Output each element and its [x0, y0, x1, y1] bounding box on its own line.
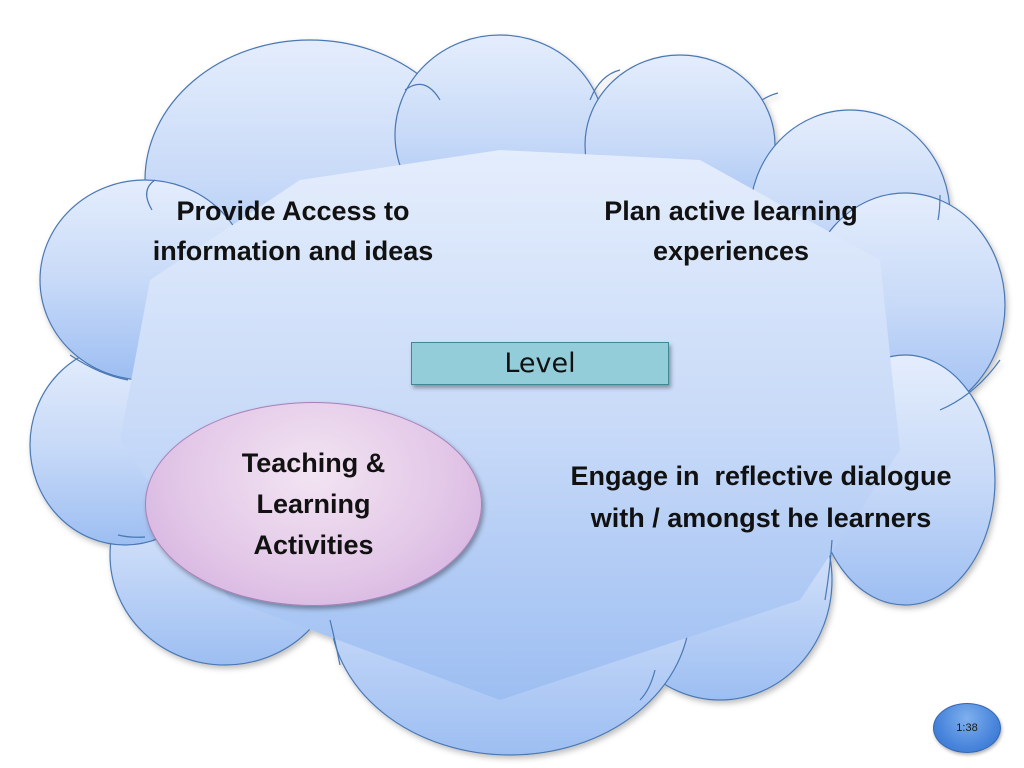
access-text-line-2: information and ideas: [152, 236, 434, 266]
plan-text-line-1: Plan active learning: [604, 196, 858, 226]
level-label: Level: [504, 348, 576, 379]
engage-text: Engage in reflective dialogue with / amo…: [530, 455, 992, 539]
engage-text-line-1: Engage in reflective dialogue: [570, 461, 952, 491]
plan-text: Plan active learning experiences: [560, 191, 902, 271]
teaching-ellipse[interactable]: Teaching & Learning Activities: [145, 402, 482, 606]
timer-badge[interactable]: 1:38: [933, 703, 1001, 753]
access-text-line-1: Provide Access to: [176, 196, 410, 226]
ellipse-line-2: Learning: [256, 488, 371, 519]
timer-label: 1:38: [956, 722, 978, 734]
ellipse-line-1: Teaching &: [241, 447, 386, 478]
cloud-body: [29, 34, 1006, 756]
plan-text-line-2: experiences: [652, 236, 810, 266]
ellipse-line-3: Activities: [253, 529, 374, 560]
access-text: Provide Access to information and ideas: [112, 191, 474, 271]
engage-text-line-2: with / amongst he learners: [590, 503, 932, 533]
level-box[interactable]: Level: [411, 342, 669, 385]
